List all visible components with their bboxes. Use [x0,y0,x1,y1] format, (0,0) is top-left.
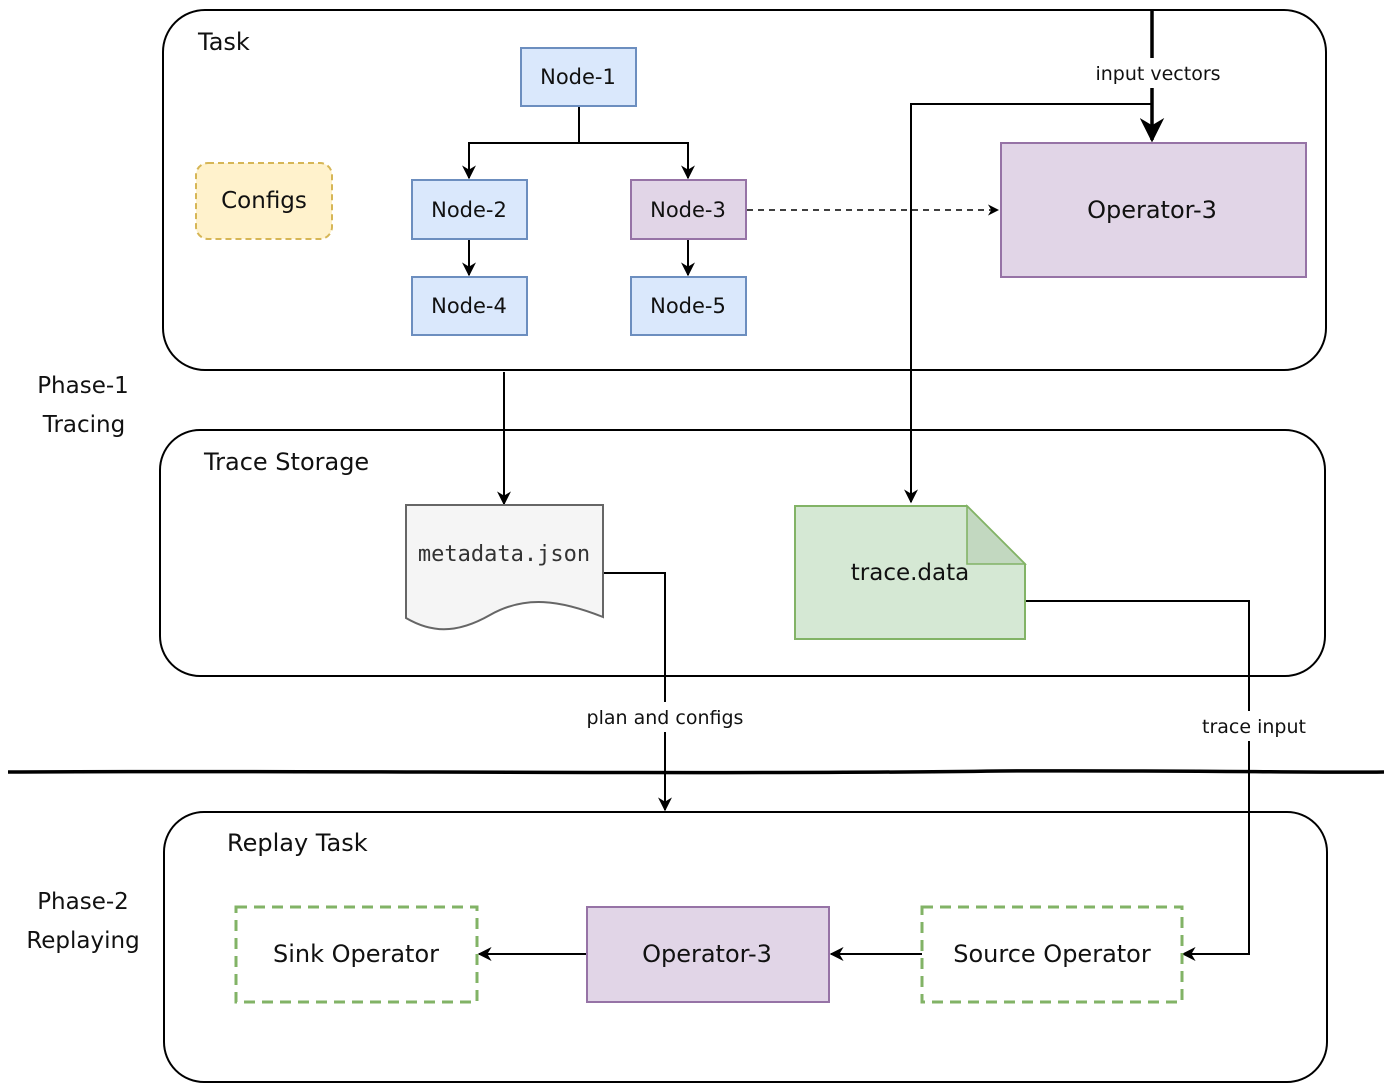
phase1-label-line1: Phase-1 [37,373,129,399]
operator3-bottom-label: Operator-3 [642,940,772,968]
node1-label: Node-1 [540,65,616,89]
source-operator-label: Source Operator [953,940,1151,968]
trace-input-label: trace input [1202,716,1306,738]
metadata-document [405,504,604,631]
node4-label: Node-4 [431,294,507,318]
source-operator-box [920,905,1184,1004]
edge-input-to-tracedata [904,103,1152,504]
phase2-label-line2: Replaying [26,928,139,954]
replay-task-group [163,811,1328,1083]
node3-label: Node-3 [650,198,726,222]
node3-box [630,179,747,240]
trace-data-fold [966,504,1027,565]
node5-box [630,276,747,336]
sink-operator-box [234,905,479,1004]
node2-label: Node-2 [431,198,507,222]
input-vectors-label: input vectors [1095,63,1220,85]
sink-operator-label: Sink Operator [273,940,439,968]
edge-metadata-to-replay [601,572,672,812]
task-title: Task [197,28,250,56]
phase-divider [7,769,1385,775]
edge-node1-node3 [579,142,695,180]
operator3-bottom-box [586,906,830,1003]
task-group [162,9,1327,371]
trace-data-label: trace.data [851,560,969,586]
configs-box [195,162,333,240]
configs-label: Configs [221,188,307,214]
node1-box [520,47,637,107]
trace-storage-title: Trace Storage [203,448,369,476]
trace-storage-group [159,429,1326,677]
edge-tracedata-to-source [1026,600,1250,961]
operator3-top-label: Operator-3 [1087,196,1217,224]
node2-box [411,179,528,240]
operator3-top-box [1000,142,1307,278]
replay-task-title: Replay Task [227,829,368,857]
node4-box [411,276,528,336]
metadata-label: metadata.json [418,542,590,567]
plan-configs-label: plan and configs [587,707,744,729]
phase1-label-line2: Tracing [42,412,125,438]
phase2-label-line1: Phase-2 [37,889,129,915]
node5-label: Node-5 [650,294,726,318]
edge-node1-node2 [462,106,580,180]
